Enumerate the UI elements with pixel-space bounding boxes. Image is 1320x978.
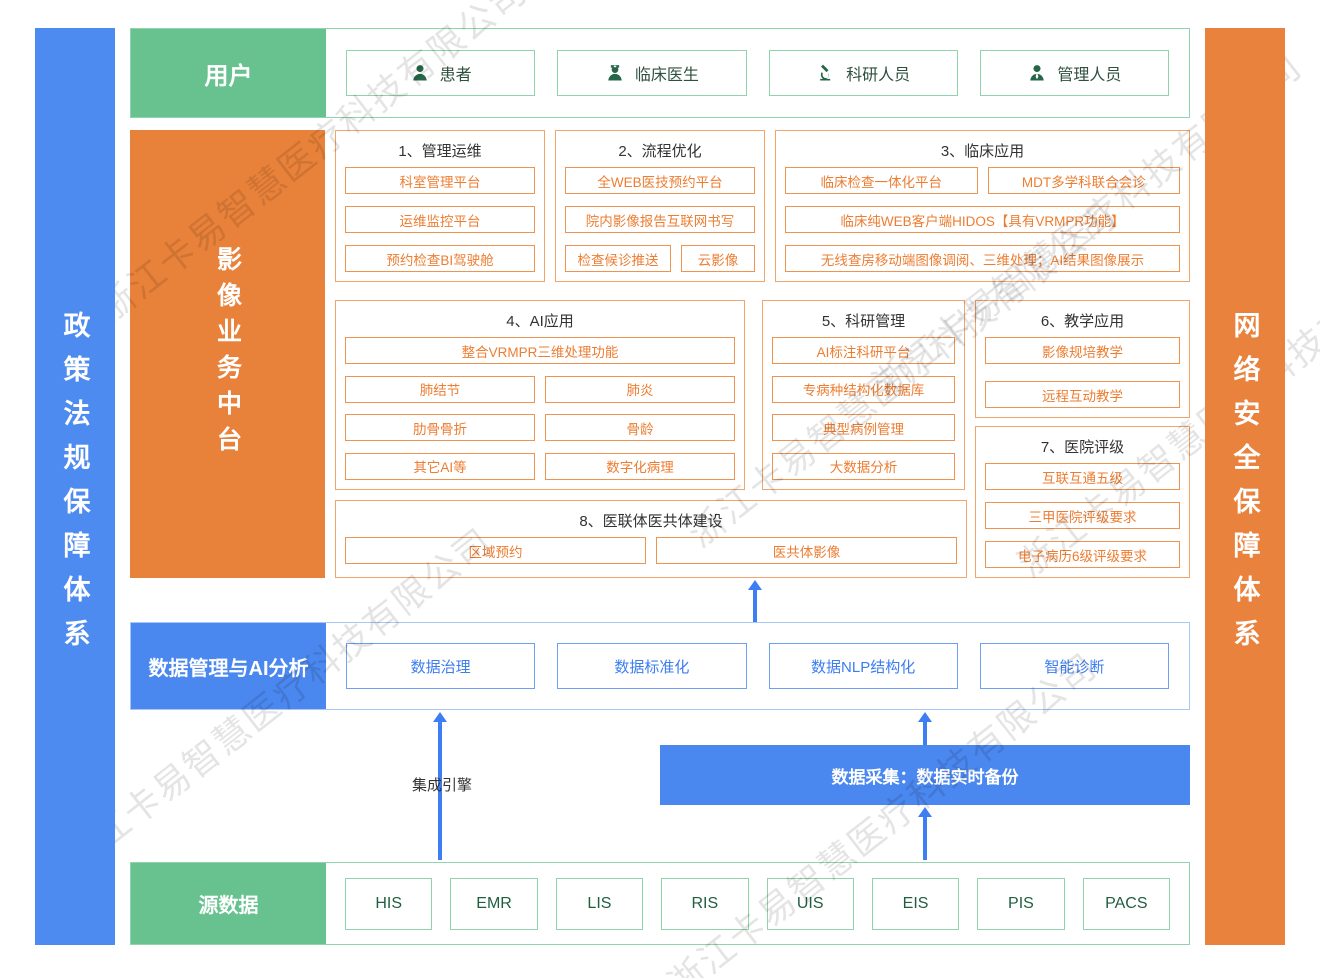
network-security-bar: 网络安全保障体系 [1205,28,1285,945]
source-box: PACS [1082,877,1170,930]
section-teaching-application: 6、教学应用 影像规培教学 远程互动教学 [975,300,1190,418]
item-box: 远程互动教学 [985,381,1180,408]
section-management-ops: 1、管理运维 科室管理平台 运维监控平台 预约检查BI驾驶舱 [335,130,545,282]
item-box: 肺炎 [545,375,735,403]
section-process-optimization: 2、流程优化 全WEB医技预约平台 院内影像报告互联网书写 检查候诊推送 云影像 [555,130,765,282]
section-research-management: 5、科研管理 AI标注科研平台 专病种结构化数据库 典型病例管理 大数据分析 [762,300,965,490]
item-box: 专病种结构化数据库 [772,375,955,403]
item-box: 科室管理平台 [345,167,535,194]
source-data-row: 源数据 HIS EMR LIS RIS UIS EIS PIS PACS [130,862,1190,945]
item-box: 大数据分析 [772,452,955,480]
source-box: EIS [871,877,960,930]
source-box: EMR [450,877,538,930]
item-box: 影像规培教学 [985,337,1180,364]
admin-icon [1030,65,1045,81]
policy-regulation-label: 政策法规保障体系 [59,310,90,663]
item-box: 无线查房移动端图像调阅、三维处理；AI结果图像展示 [785,245,1180,272]
arrow-source-to-collection-head [918,807,932,817]
arrow-integration-engine-line [438,721,442,860]
item-box: 典型病例管理 [772,414,955,442]
source-box: PIS [977,877,1065,930]
data-box: 数据治理 [346,643,536,689]
users-row-label: 用户 [131,29,326,117]
policy-regulation-bar: 政策法规保障体系 [35,28,115,945]
data-collection-box: 数据采集：数据实时备份 [660,745,1190,805]
source-box: UIS [766,877,854,930]
user-label: 科研人员 [846,67,911,84]
item-box: 临床纯WEB客户端HIDOS【具有VRMPR功能】 [785,206,1180,233]
doctor-icon [608,65,622,81]
source-box: RIS [661,877,749,930]
item-box: 医共体影像 [656,537,957,564]
item-box: MDT多学科联合会诊 [987,167,1180,194]
section-title: 3、临床应用 [940,143,1025,160]
source-box: LIS [555,877,644,930]
researcher-icon [820,64,831,81]
arrow-up-platform-line [753,589,757,622]
section-title: 6、教学应用 [1040,313,1125,330]
item-box: 预约检查BI驾驶舱 [345,245,535,272]
section-hospital-rating: 7、医院评级 互联互通五级 三甲医院评级要求 电子病历6级评级要求 [975,426,1190,578]
user-label: 管理人员 [1057,67,1122,84]
section-medical-alliance: 8、医联体医共体建设 区域预约 医共体影像 [335,500,967,578]
item-box: 区域预约 [345,537,646,564]
item-box: 临床检查一体化平台 [785,167,978,194]
item-box: 云影像 [681,245,755,272]
arrow-collection-to-data-head [918,712,932,722]
item-box: 骨龄 [545,414,735,442]
section-title: 5、科研管理 [821,313,906,330]
user-box-doctor: 临床医生 [557,50,747,96]
section-title: 1、管理运维 [398,143,482,160]
arrow-up-platform-head [748,580,762,590]
data-box: 智能诊断 [979,643,1169,689]
network-security-label: 网络安全保障体系 [1229,310,1260,663]
data-management-label: 数据管理与AI分析 [131,623,326,709]
imaging-platform-label: 影像业务中台 [213,246,242,462]
section-title: 2、流程优化 [618,143,702,160]
item-box: 肺结节 [345,375,535,403]
data-box: 数据NLP结构化 [768,643,958,689]
source-data-items: HIS EMR LIS RIS UIS EIS PIS PACS [326,863,1189,944]
arrow-source-to-collection-line [923,816,927,860]
section-ai-application: 4、AI应用 整合VRMPR三维处理功能 肺结节 肺炎 肋骨骨折 骨龄 其它AI… [335,300,745,490]
arrow-collection-to-data-line [923,721,927,745]
section-title: 4、AI应用 [506,313,574,330]
users-items: 患者 临床医生 科研人员 管理人员 [326,29,1189,117]
item-box: 三甲医院评级要求 [985,502,1180,529]
item-box: 其它AI等 [345,452,535,480]
data-management-items: 数据治理 数据标准化 数据NLP结构化 智能诊断 [326,623,1189,709]
item-box: 数字化病理 [545,452,735,480]
imaging-platform-label-box: 影像业务中台 [130,130,325,578]
item-box: 整合VRMPR三维处理功能 [345,337,735,364]
item-box: 院内影像报告互联网书写 [565,206,755,233]
source-data-label: 源数据 [131,863,326,944]
user-box-admin: 管理人员 [979,50,1169,96]
imaging-platform-row: 影像业务中台 1、管理运维 科室管理平台 运维监控平台 预约检查BI驾驶舱 2、… [130,130,1190,578]
item-box: 肋骨骨折 [345,414,535,442]
users-row: 用户 患者 临床医生 科研人员 管理人员 [130,28,1190,118]
item-box: 互联互通五级 [985,463,1180,490]
user-label: 临床医生 [634,67,699,84]
user-box-patient: 患者 [346,50,536,96]
item-box: 运维监控平台 [345,206,535,233]
data-box: 数据标准化 [557,643,747,689]
section-title: 8、医联体医共体建设 [579,513,723,530]
platform-content: 1、管理运维 科室管理平台 运维监控平台 预约检查BI驾驶舱 2、流程优化 全W… [335,130,1190,578]
integration-engine-label: 集成引擎 [411,777,472,794]
arrow-integration-engine-head [433,712,447,722]
source-box: HIS [345,877,433,930]
item-box: 全WEB医技预约平台 [565,167,755,194]
user-label: 患者 [439,67,472,84]
item-box: 检查候诊推送 [565,245,671,272]
section-clinical-application: 3、临床应用 临床检查一体化平台 MDT多学科联合会诊 临床纯WEB客户端HID… [775,130,1190,282]
item-box: AI标注科研平台 [772,337,955,364]
section-title: 7、医院评级 [1040,439,1125,456]
patient-icon [412,65,427,81]
data-management-row: 数据管理与AI分析 数据治理 数据标准化 数据NLP结构化 智能诊断 [130,622,1190,710]
item-box: 电子病历6级评级要求 [985,541,1180,568]
user-box-researcher: 科研人员 [768,50,958,96]
